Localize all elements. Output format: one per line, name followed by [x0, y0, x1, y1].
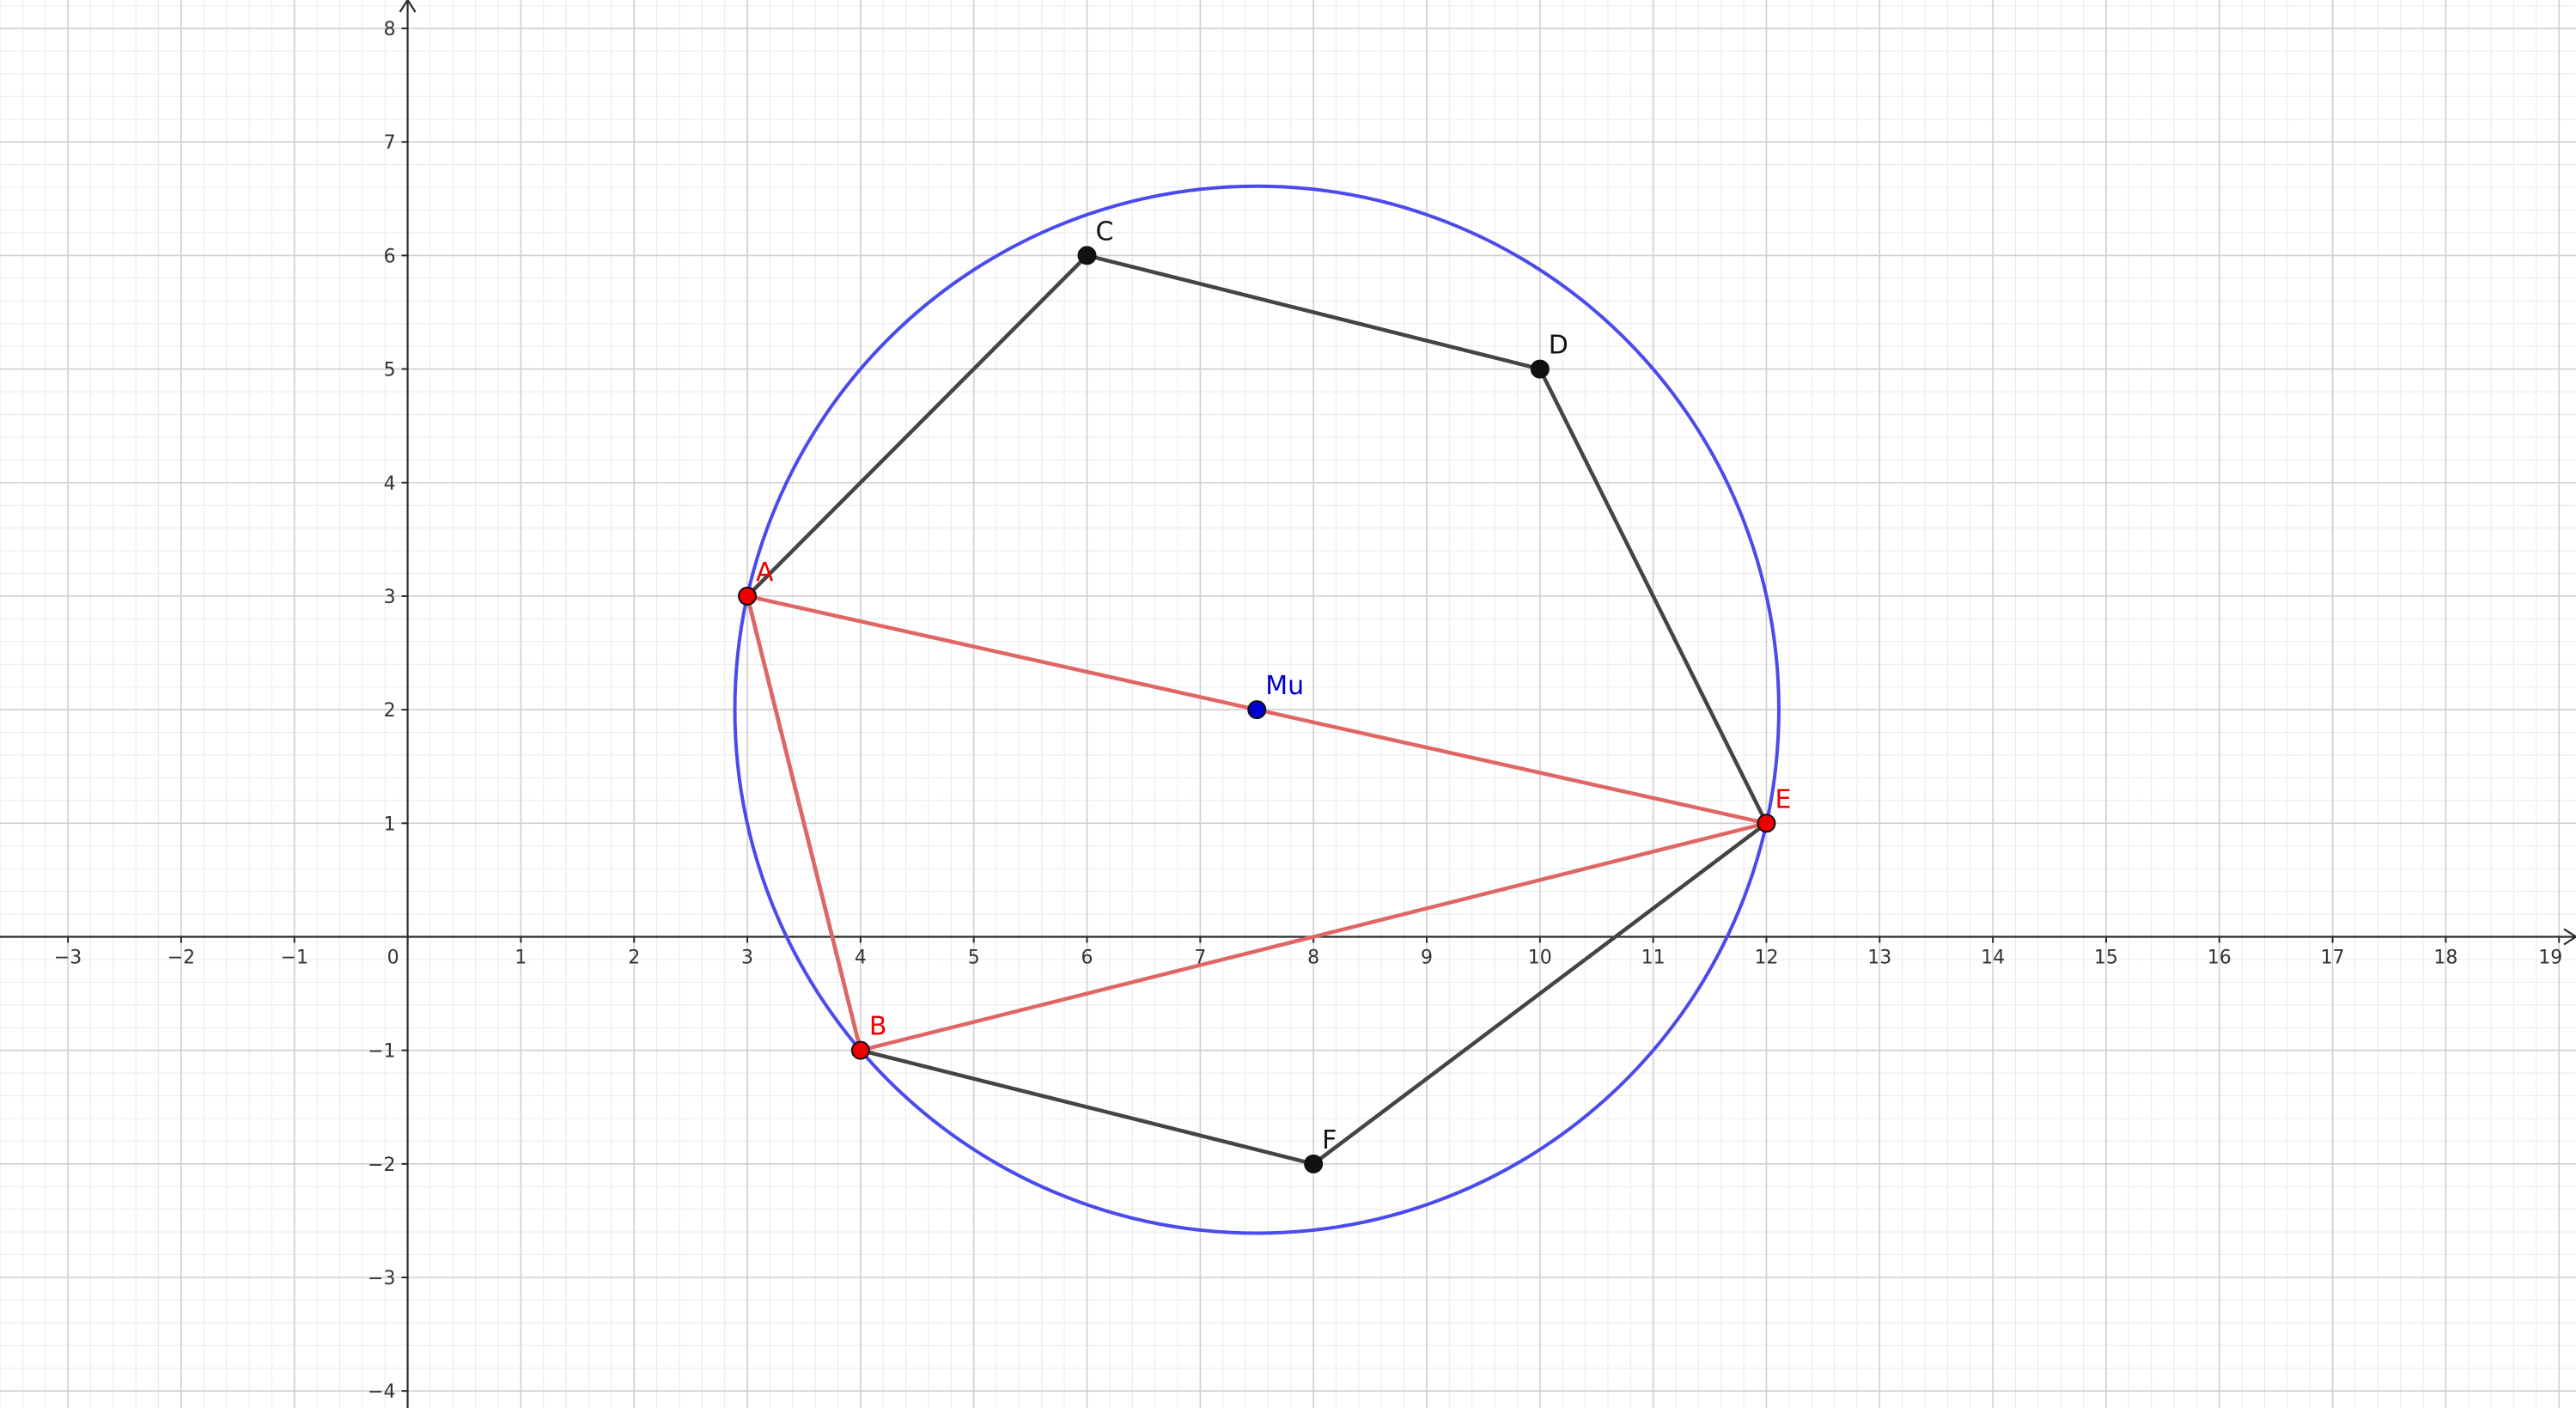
- x-tick-label: 10: [1528, 947, 1552, 968]
- x-tick-label: 5: [968, 947, 980, 968]
- point-label-b: B: [869, 1012, 887, 1042]
- point-d: [1530, 359, 1550, 379]
- point-label-f: F: [1322, 1125, 1337, 1155]
- y-tick-label: −1: [368, 1041, 395, 1063]
- point-label-mu: Mu: [1265, 671, 1304, 701]
- point-f: [1304, 1154, 1324, 1173]
- x-tick-label: −2: [167, 947, 195, 968]
- y-tick-label: 7: [384, 132, 396, 154]
- x-tick-label: 17: [2321, 947, 2345, 968]
- x-tick-label: 12: [1754, 947, 1778, 968]
- x-tick-label: 9: [1421, 947, 1433, 968]
- y-tick-label: −2: [368, 1155, 395, 1176]
- polygon-edge-FB: [858, 1048, 1316, 1167]
- point-label-a: A: [756, 558, 774, 588]
- triangle-edge-AB: [745, 594, 863, 1052]
- x-tick-label: 2: [628, 947, 640, 968]
- x-tick-label: 6: [1081, 947, 1093, 968]
- x-tick-label: 11: [1641, 947, 1666, 968]
- point-label-d: D: [1549, 331, 1568, 361]
- polygon-edge-DE: [1538, 367, 1769, 826]
- x-tick-label: −1: [281, 947, 308, 968]
- x-axis-arrow: [2563, 928, 2576, 946]
- x-tick-label: 0: [387, 947, 399, 968]
- point-b: [850, 1040, 870, 1060]
- y-axis-arrow: [399, 0, 417, 13]
- circle-layer: [733, 184, 1781, 1235]
- point-c: [1077, 246, 1097, 265]
- triangle-edge-BE: [858, 821, 1769, 1052]
- polygon-edge-AC: [745, 253, 1089, 599]
- y-tick-label: −3: [368, 1268, 395, 1289]
- point-label-e: E: [1775, 784, 1791, 814]
- x-tick-label: 18: [2433, 947, 2457, 968]
- y-tick-label: 3: [384, 587, 396, 608]
- point-label-c: C: [1096, 216, 1114, 247]
- y-tick-label: 6: [384, 246, 396, 267]
- y-tick-label: −4: [368, 1381, 395, 1403]
- polygon-edge-CD: [1085, 253, 1543, 371]
- x-tick-label: 4: [855, 947, 867, 968]
- x-tick-label: 3: [741, 947, 753, 968]
- x-tick-label: 8: [1307, 947, 1319, 968]
- circumcircle: [733, 184, 1781, 1235]
- y-tick-label: 1: [384, 814, 396, 835]
- y-tick-label: 8: [384, 19, 396, 40]
- x-tick-label: 1: [515, 947, 527, 968]
- point-e: [1757, 814, 1776, 833]
- x-tick-label: −3: [54, 947, 82, 968]
- x-tick-label: 16: [2208, 947, 2232, 968]
- x-tick-label: 15: [2094, 947, 2118, 968]
- polygon-edge-EF: [1311, 821, 1769, 1167]
- y-tick-label: 4: [384, 473, 396, 495]
- y-tick-label: 5: [384, 360, 396, 381]
- point-mu: [1247, 700, 1267, 720]
- x-tick-label: 19: [2538, 947, 2562, 968]
- x-tick-label: 14: [1981, 947, 2005, 968]
- y-tick-label: 2: [384, 700, 396, 722]
- x-tick-label: 13: [1867, 947, 1891, 968]
- points: A B C D E F Mu: [738, 216, 1791, 1173]
- point-a: [738, 586, 758, 606]
